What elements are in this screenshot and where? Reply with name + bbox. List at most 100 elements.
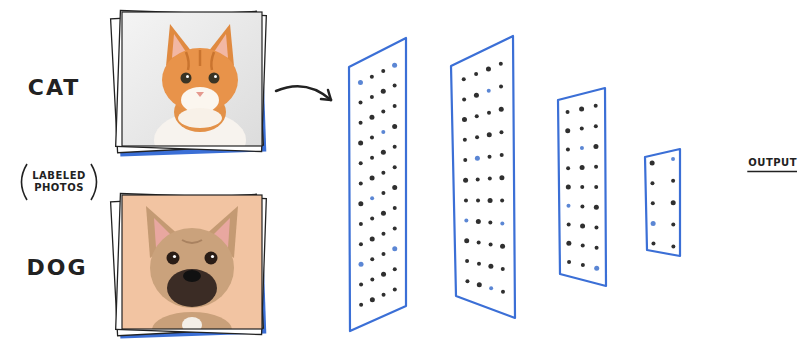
neuron-dot: [580, 126, 584, 130]
neuron-dot: [476, 177, 480, 181]
neuron-dot: [464, 219, 468, 223]
cat-photo-stack: [111, 11, 267, 168]
neuron-dot: [381, 130, 385, 134]
layer-outline: [451, 36, 515, 318]
neuron-dot: [566, 166, 570, 170]
neuron-dot: [489, 242, 493, 246]
neuron-dot: [475, 135, 479, 139]
neuron-dot: [671, 179, 675, 183]
neuron-dot: [487, 89, 491, 93]
layer: [645, 149, 680, 256]
neuron-dot: [358, 80, 363, 85]
neuron-dot: [580, 224, 585, 229]
neuron-dot: [501, 267, 505, 271]
neuron-dot: [579, 106, 584, 111]
neuron-dot: [671, 200, 676, 205]
neuron-dot: [488, 155, 492, 159]
neuron-dot: [566, 204, 570, 208]
neuron-dot: [381, 191, 385, 195]
neuron-dot: [566, 147, 570, 151]
neuron-dot: [370, 95, 374, 99]
neuron-dot: [393, 84, 397, 88]
neuron-dot: [500, 221, 504, 225]
neuron-dot: [499, 85, 503, 89]
photo-card: [116, 11, 267, 152]
neuron-dot: [392, 246, 397, 251]
neuron-dot: [393, 226, 397, 230]
neuron-dot: [477, 262, 481, 266]
neuron-dot: [359, 121, 363, 125]
neuron-dot: [580, 185, 584, 189]
neuron-dot: [594, 266, 599, 271]
neuron-dot: [594, 226, 598, 230]
neuron-dot: [499, 175, 504, 180]
neuron-dot: [381, 211, 386, 216]
neuron-dot: [580, 205, 584, 209]
layer: [349, 38, 406, 331]
neuron-dot: [359, 303, 363, 307]
output-label: OUTPUT: [748, 157, 797, 168]
neuron-dot: [594, 205, 599, 210]
neuron-dot: [463, 158, 467, 162]
neuron-dot: [359, 161, 363, 165]
neuron-dot: [370, 156, 374, 160]
neuron-dot: [580, 146, 584, 150]
neuron-dot: [392, 185, 397, 190]
input-arrow: [276, 86, 331, 100]
neuron-dot: [464, 238, 469, 243]
neuron-dot: [475, 114, 479, 118]
neuron-dot: [370, 176, 375, 181]
neuron-dot: [370, 236, 375, 241]
neuron-dot: [381, 69, 385, 73]
neuron-dot: [393, 206, 397, 210]
neuron-dot: [381, 150, 386, 155]
neuron-dot: [359, 242, 363, 246]
neuron-dot: [465, 259, 469, 263]
neuron-dot: [581, 244, 585, 248]
neuron-dot: [500, 244, 505, 249]
neuron-dot: [594, 104, 598, 108]
neuron-dot: [500, 199, 504, 203]
neuron-dot: [393, 145, 397, 149]
neuron-dot: [671, 223, 675, 227]
neuron-dot: [370, 196, 374, 200]
neuron-dot: [566, 110, 570, 114]
dog-photo-stack: [111, 194, 267, 346]
neuron-dot: [370, 135, 374, 139]
neuron-dot: [594, 165, 598, 169]
neuron-dot: [488, 177, 492, 181]
bracket: [91, 164, 97, 200]
neuron-dot: [580, 165, 585, 170]
neuron-dot: [474, 72, 478, 76]
neuron-dot: [464, 198, 468, 202]
caption-label: LABELED PHOTOS: [31, 170, 87, 194]
neuron-dot: [393, 267, 397, 271]
neuron-dot: [370, 217, 374, 221]
neuron-dot: [463, 138, 467, 142]
neuron-dot: [501, 290, 505, 294]
neuron-dot: [499, 130, 503, 134]
neuron-dot: [359, 222, 363, 226]
neuron-dot: [359, 181, 363, 185]
neuron-dot: [392, 124, 397, 129]
layer: [558, 88, 606, 286]
neuron-dot: [462, 97, 466, 101]
neuron-dot: [381, 272, 386, 277]
class-label: CAT: [28, 75, 80, 100]
neuron-dot: [381, 110, 385, 114]
neuron-dot: [358, 141, 363, 146]
layer: [451, 36, 515, 318]
neuron-dot: [476, 198, 480, 202]
neuron-dot: [382, 293, 386, 297]
neuron-dot: [651, 201, 655, 205]
neuron-dot: [567, 260, 571, 264]
neuron-dot: [594, 124, 598, 128]
neuron-dot: [650, 161, 655, 166]
neuron-dot: [566, 185, 571, 190]
neuron-dot: [593, 144, 598, 149]
neuron-dot: [381, 232, 385, 236]
cat-photo: [122, 12, 262, 146]
neuron-dot: [488, 220, 492, 224]
network-layers: [349, 36, 680, 331]
neuron-dot: [487, 132, 492, 137]
